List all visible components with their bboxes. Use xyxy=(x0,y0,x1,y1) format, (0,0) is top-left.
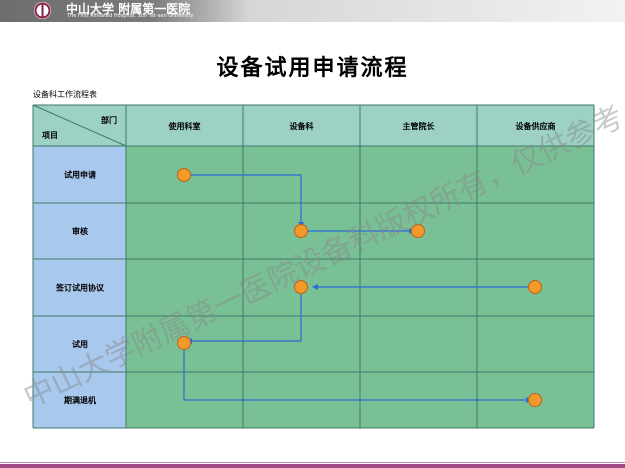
department-header: 设备供应商 xyxy=(516,121,556,131)
table-cell xyxy=(477,105,594,146)
table-cell xyxy=(126,259,243,316)
hospital-name: 中山大学 附属第一医院 xyxy=(66,0,190,17)
footer-bar xyxy=(0,464,625,468)
table-cell xyxy=(126,203,243,259)
hospital-name-en: The First Affiliated Hospital, Sun Yat-s… xyxy=(67,13,194,19)
flow-connector xyxy=(190,174,302,224)
header-bar: 中山大学 附属第一医院 The First Affiliated Hospita… xyxy=(0,0,625,22)
table-grid xyxy=(32,104,595,429)
table-cell xyxy=(126,105,243,146)
corner-item-label: 项目 xyxy=(42,131,58,140)
table-cell xyxy=(477,203,594,259)
table-cell xyxy=(360,146,477,203)
table-cell xyxy=(360,316,477,372)
hospital-name-cn: 附属第一医院 xyxy=(118,2,191,16)
department-header: 设备科 xyxy=(290,121,314,131)
corner-dept-label: 部门 xyxy=(101,115,117,125)
table-cell xyxy=(33,259,126,316)
university-logo-icon xyxy=(34,2,51,19)
table-cell xyxy=(33,316,126,372)
flow-node xyxy=(177,168,191,182)
footer-divider xyxy=(0,462,625,463)
table-cell xyxy=(477,316,594,372)
step-label: 试用 xyxy=(72,339,88,349)
corner-diagonal xyxy=(32,104,127,147)
department-header: 主管院长 xyxy=(403,121,436,131)
step-label: 试用申请 xyxy=(64,170,96,180)
university-wordmark: 中山大学 xyxy=(66,2,115,16)
flow-node xyxy=(177,336,191,350)
step-label: 期满退机 xyxy=(64,395,96,405)
table-cell xyxy=(360,105,477,146)
flow-nodes xyxy=(177,168,542,407)
flow-node xyxy=(294,280,308,294)
flow-connector xyxy=(190,294,302,342)
step-label: 审核 xyxy=(72,226,88,236)
arrowhead xyxy=(312,284,318,290)
step-label: 签订试用协议 xyxy=(55,283,105,293)
flow-connector xyxy=(183,350,528,401)
table-cell xyxy=(243,105,360,146)
table-cell xyxy=(477,146,594,203)
department-header: 使用科室 xyxy=(168,121,201,131)
flow-node xyxy=(411,224,425,238)
table-caption: 设备科工作流程表 xyxy=(33,90,97,99)
table-cell xyxy=(33,146,126,203)
flow-connectors xyxy=(183,174,532,403)
page-title: 设备试用申请流程 xyxy=(216,56,409,81)
table-cell xyxy=(33,203,126,259)
flow-node xyxy=(528,393,542,407)
flow-node xyxy=(528,280,542,294)
flow-node xyxy=(294,224,308,238)
table-cell xyxy=(33,372,126,428)
table-cells xyxy=(33,105,594,428)
department-headers: 使用科室 设备科 主管院长 设备供应商 xyxy=(168,121,556,131)
